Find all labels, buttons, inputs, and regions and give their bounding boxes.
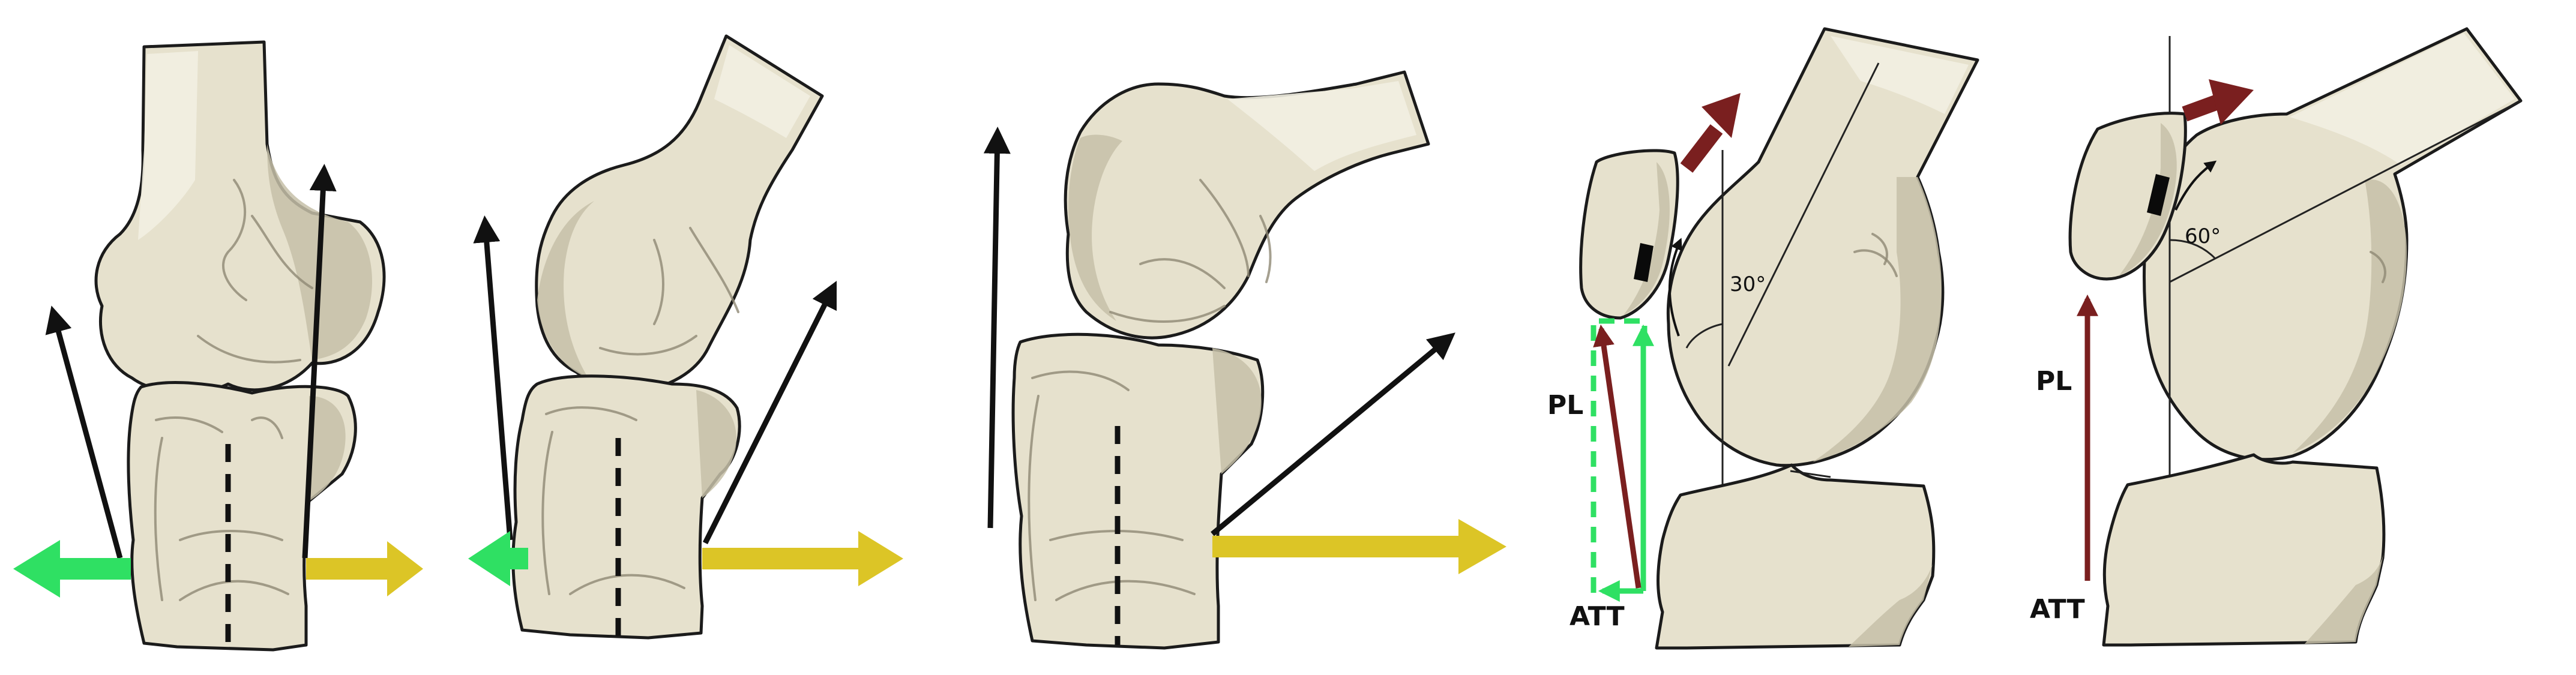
p2-femur (535, 34, 824, 394)
p5-angle-label: 60° (2185, 224, 2221, 248)
p2-black-vector-right (702, 280, 837, 545)
p4-pl-label: PL (1547, 390, 1583, 421)
p4-red-vector-pl (1593, 324, 1642, 589)
panel-5: 60° PL ATT (2030, 27, 2523, 647)
panel-2 (468, 34, 903, 640)
p5-red-arrow-up-right-icon (2182, 93, 2224, 122)
p2-arrow-left-icon (468, 531, 528, 586)
p4-patellar-tendon (1634, 243, 1654, 282)
panel-1 (13, 40, 423, 652)
p4-red-arrow-up-right-icon (1680, 124, 1723, 173)
p3-black-vector-right (1211, 332, 1455, 536)
p4-att-label: ATT (1569, 601, 1625, 632)
p3-black-vector-up (983, 127, 1011, 529)
p5-tibia (2102, 453, 2386, 647)
p1-black-vector-left (45, 305, 123, 559)
panel-4: 30° PL ATT (1547, 27, 1979, 650)
p3-arrow-right-icon (1212, 519, 1506, 574)
p5-pl-label: PL (2036, 366, 2072, 397)
p1-arrow-left-icon (13, 540, 131, 598)
p1-black-vector-right (302, 164, 337, 559)
p5-patellar-tendon (2147, 174, 2170, 216)
panel-3 (983, 70, 1506, 650)
p4-angle-label: 30° (1730, 272, 1766, 296)
p2-arrow-right-icon (702, 531, 903, 586)
p4-tibia (1655, 463, 1936, 650)
p2-black-vector-left (473, 215, 513, 541)
p1-arrow-right-icon (306, 541, 423, 596)
p2-tibia (511, 374, 741, 640)
p5-att-label: ATT (2030, 594, 2085, 625)
